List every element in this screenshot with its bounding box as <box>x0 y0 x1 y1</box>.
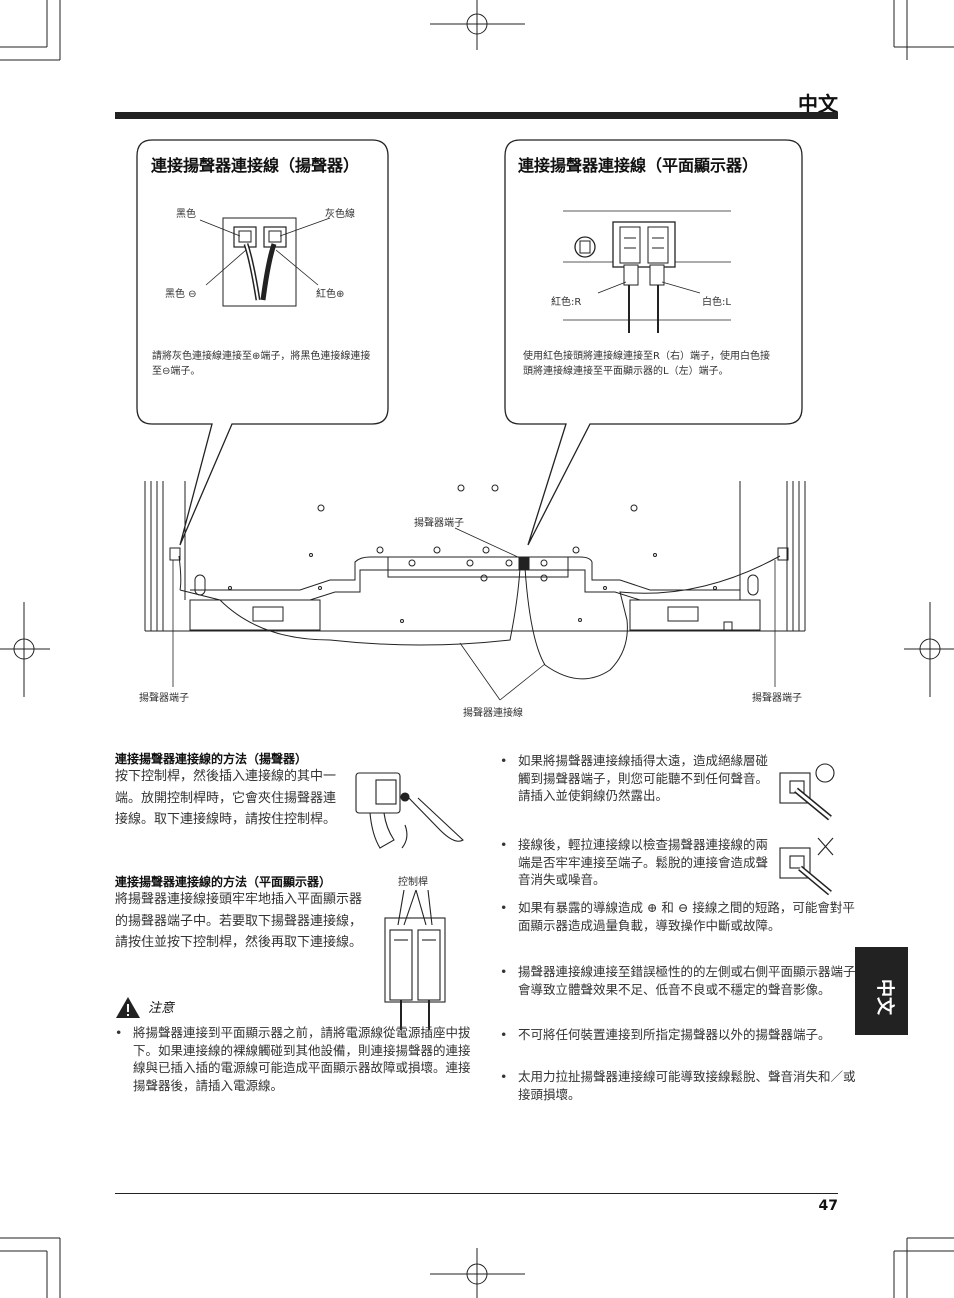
label-gray-wire: 灰色線 <box>325 209 355 220</box>
side-tab-label: 中文 <box>874 979 895 1015</box>
label-black: 黑色 <box>176 209 196 220</box>
language-side-tab <box>855 947 908 1035</box>
label-left-speaker-terminal: 揚聲器端子 <box>139 693 189 704</box>
right-bullet-3: • 如果有暴露的導線造成 ⊕ 和 ⊖ 接線之間的短路，可能會對平面顯示器造成過量負… <box>500 899 863 934</box>
label-right-speaker-terminal: 揚聲器端子 <box>752 693 802 704</box>
right-bullet-6: • 太用力拉扯揚聲器連接線可能導致接線鬆脫、聲音消失和／或接頭損壞。 <box>500 1068 863 1103</box>
caution-item: • 將揚聲器連接到平面顯示器之前，請將電源線從電源插座中拔下。如果連接線的裸線觸碰… <box>115 1024 478 1094</box>
section-speaker-body: 按下控制桿，然後插入連接線的其中一端。放開控制桿時，它會夾住揚聲器連接線。取下連… <box>115 769 337 827</box>
label-red-r: 紅色:R <box>551 297 582 308</box>
callout-speaker-frame <box>136 139 389 546</box>
right-bullet-text: 如果有暴露的導線造成 ⊕ 和 ⊖ 接線之間的短路，可能會對平面顯示器造成過量負載… <box>518 900 855 933</box>
lever-display-illustration <box>384 889 446 1030</box>
right-bullet-text: 接線後，輕拉連接線以檢查揚聲器連接線的兩端是否牢牢連接至端子。鬆脫的連接會造成聲… <box>518 837 769 888</box>
bullet-dot: • <box>500 753 508 768</box>
caution-label: 注意 <box>148 1001 175 1016</box>
right-bullet-text: 揚聲器連接線連接至錯誤極性的的左側或右側平面顯示器端子會導致立體聲效果不足、低音… <box>518 964 856 997</box>
section-display-body: 將揚聲器連接線接頭牢牢地插入平面顯示器的揚聲器端子中。若要取下揚聲器連接線，請按… <box>115 892 363 950</box>
section-speaker-heading: 連接揚聲器連接線的方法（揚聲器） <box>115 752 308 766</box>
correct-insertion-illustration <box>779 763 835 821</box>
label-speaker-cable: 揚聲器連接線 <box>463 708 523 719</box>
lever-press-illustration <box>355 772 464 849</box>
callout-display-note: 使用紅色接頭將連接線連接至R（右）端子，使用白色接頭將連接線連接至平面顯示器的L… <box>523 351 770 377</box>
callout-display-frame <box>504 139 803 546</box>
display-terminal-illustration <box>563 210 731 333</box>
callout-speaker-title: 連接揚聲器連接線（揚聲器） <box>151 156 360 175</box>
caution-item-text: 將揚聲器連接到平面顯示器之前，請將電源線從電源插座中拔下。如果連接線的裸線觸碰到… <box>133 1025 471 1093</box>
callout-speaker-note: 請將灰色連接線連接至⊕端子，將黑色連接線連接至⊖端子。 <box>152 351 371 377</box>
section-display-heading: 連接揚聲器連接線的方法（平面顯示器） <box>115 875 332 889</box>
label-red-plus: 紅色⊕ <box>316 289 345 300</box>
header-rule <box>115 112 838 119</box>
bullet-dot: • <box>500 964 508 979</box>
rear-view-diagram <box>144 481 806 701</box>
right-bullet-1: • 如果將揚聲器連接線插得太遠，造成絕緣層碰觸到揚聲器端子，則您可能聽不到任何聲音… <box>500 752 773 805</box>
bullet-dot: • <box>500 900 508 915</box>
bullet-dot: • <box>500 837 508 852</box>
right-bullet-4: • 揚聲器連接線連接至錯誤極性的的左側或右側平面顯示器端子會導致立體聲效果不足、低… <box>500 963 863 998</box>
label-black-minus: 黑色 ⊖ <box>165 289 197 300</box>
right-bullet-text: 如果將揚聲器連接線插得太遠，造成絕緣層碰觸到揚聲器端子，則您可能聽不到任何聲音。… <box>518 753 769 804</box>
right-bullet-text: 太用力拉扯揚聲器連接線可能導致接線鬆脫、聲音消失和／或接頭損壞。 <box>518 1069 856 1102</box>
right-bullet-2: • 接線後，輕拉連接線以檢查揚聲器連接線的兩端是否牢牢連接至端子。鬆脫的連接會造成… <box>500 836 773 889</box>
speaker-terminal-illustration <box>199 217 331 307</box>
callout-display-title: 連接揚聲器連接線（平面顯示器） <box>518 156 759 175</box>
right-bullet-text: 不可將任何裝置連接到所指定揚聲器以外的揚聲器端子。 <box>518 1027 831 1042</box>
label-white-l: 白色:L <box>702 297 731 308</box>
label-center-speaker-terminal: 揚聲器端子 <box>414 518 464 529</box>
bullet-dot: • <box>115 1025 123 1040</box>
bullet-dot: • <box>500 1069 508 1084</box>
incorrect-insertion-illustration <box>779 837 834 896</box>
page-number: 47 <box>818 1198 838 1214</box>
label-lever: 控制桿 <box>398 877 428 888</box>
bullet-dot: • <box>500 1027 508 1042</box>
right-bullet-5: • 不可將任何裝置連接到所指定揚聲器以外的揚聲器端子。 <box>500 1026 863 1044</box>
footer-rule <box>115 1193 838 1194</box>
caution-triangle-icon <box>116 997 140 1018</box>
